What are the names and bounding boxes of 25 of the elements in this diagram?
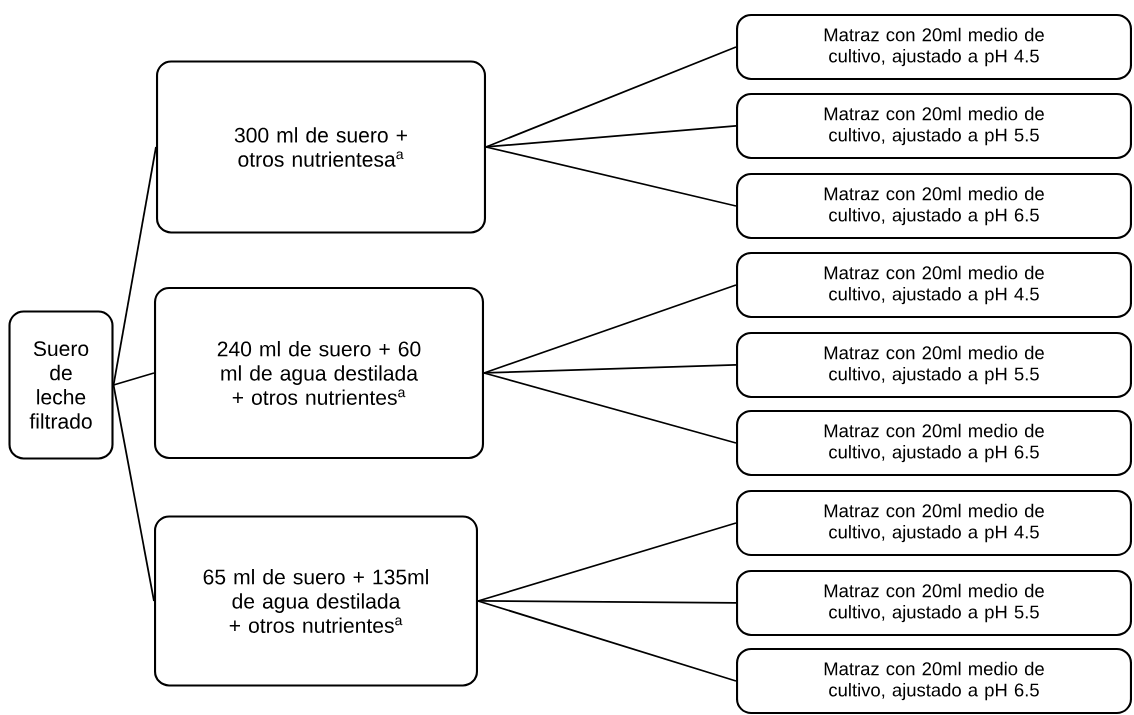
flask-box: Matraz con 20ml medio de cultivo, ajustado a pH 4.5 <box>736 489 1132 557</box>
connector-line <box>112 384 155 602</box>
flask-box: Matraz con 20ml medio de cultivo, ajustado a pH 6.5 <box>736 409 1132 477</box>
connector-line <box>483 364 737 374</box>
connector-line <box>477 522 737 602</box>
connector-line <box>112 146 157 386</box>
flask-box: Matraz con 20ml medio de cultivo, ajustado a pH 5.5 <box>736 331 1132 399</box>
mixture-box: 65 ml de suero + 135ml de agua destilada + otros nutrientes$^{a}$ <box>153 515 479 687</box>
connector-line <box>483 372 737 444</box>
connector-line <box>112 372 155 386</box>
connector-line <box>485 146 737 207</box>
flask-box: Matraz con 20ml medio de cultivo, ajustado a pH 6.5 <box>736 172 1132 240</box>
flask-box: Matraz con 20ml medio de cultivo, ajustado a pH 4.5 <box>736 251 1132 319</box>
mixture-box: 300 ml de suero + otros nutrientesa$^{a}$ <box>156 60 487 234</box>
connector-line <box>483 284 737 374</box>
flask-box: Matraz con 20ml medio de cultivo, ajustado a pH 6.5 <box>736 647 1132 715</box>
connector-line <box>477 600 737 604</box>
mixture-box: 240 ml de suero + 60 ml de agua destilada + otros nutrientes$^{a}$ <box>153 286 485 460</box>
source-box: Suero de leche filtrado <box>8 310 114 460</box>
flask-box: Matraz con 20ml medio de cultivo, ajustado a pH 5.5 <box>736 92 1132 160</box>
flask-box: Matraz con 20ml medio de cultivo, ajustado a pH 4.5 <box>736 13 1132 81</box>
flask-box: Matraz con 20ml medio de cultivo, ajustado a pH 5.5 <box>736 569 1132 637</box>
connector-line <box>485 125 737 148</box>
connector-line <box>485 46 737 148</box>
connector-line <box>477 600 737 682</box>
